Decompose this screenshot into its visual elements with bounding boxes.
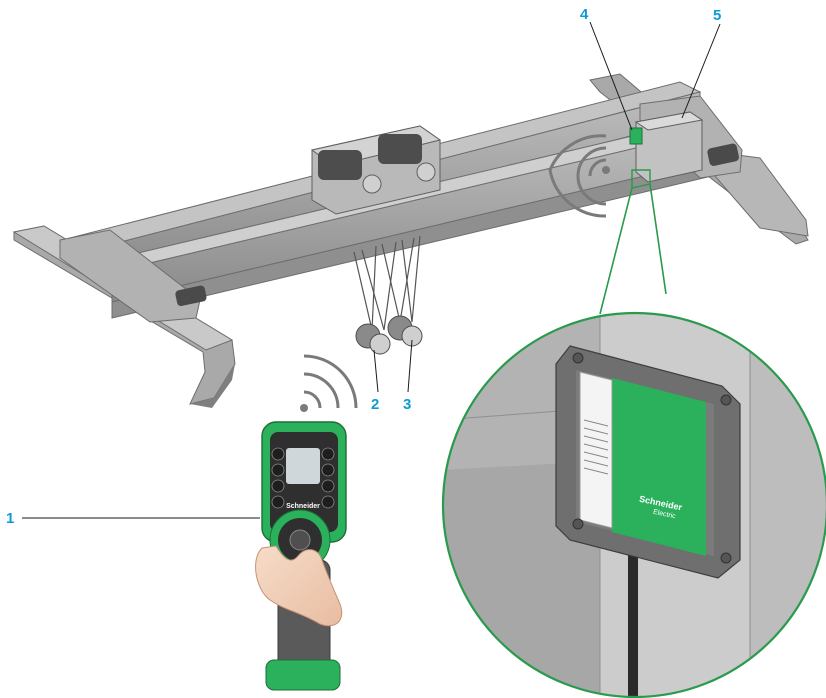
left-drum <box>318 150 362 180</box>
callout-4: 4 <box>580 6 589 23</box>
callout-lines <box>22 21 721 519</box>
zoom-circle-border <box>441 311 826 698</box>
receiver-cable <box>628 540 638 697</box>
zoom-leader-lines <box>599 169 667 315</box>
receiver-antenna <box>629 127 643 145</box>
end-carriage-left <box>59 229 207 323</box>
zoom-detail: Schneider Electric <box>441 311 826 698</box>
remote-brand-label: Schneider <box>286 503 320 510</box>
callout-5: 5 <box>713 7 721 24</box>
zoomed-receiver-enclosure: Schneider Electric <box>555 345 741 579</box>
remote-control-handheld: Schneider <box>255 421 347 691</box>
callout-2: 2 <box>371 396 379 413</box>
callout-labels: 1 2 3 4 5 <box>6 6 721 527</box>
receiver-box <box>629 111 704 183</box>
callout-1: 1 <box>6 510 14 527</box>
enclosure-brand-sub: Electric <box>652 509 676 521</box>
hoist-ropes <box>353 235 421 331</box>
right-drum <box>378 134 422 164</box>
signal-icon-receiver <box>548 134 610 218</box>
trolley-hoist <box>310 125 442 215</box>
callout-3: 3 <box>403 396 411 413</box>
hook-block-3 <box>387 315 423 347</box>
signal-icon-remote <box>300 354 358 412</box>
hook-block-2 <box>355 323 391 355</box>
